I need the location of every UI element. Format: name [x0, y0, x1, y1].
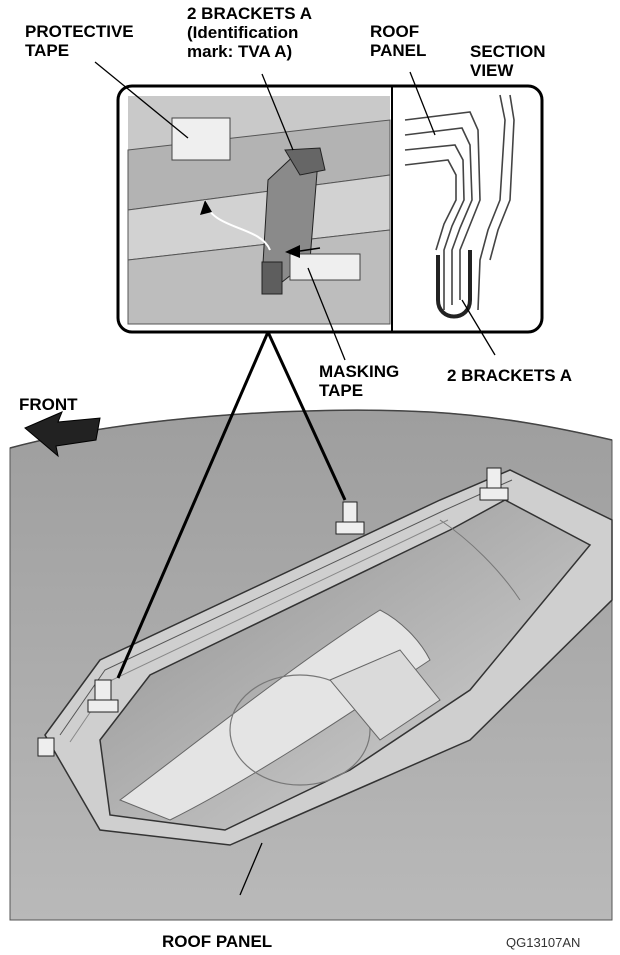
label-leaders: [94, 61, 496, 896]
front-arrow-icon: [24, 411, 101, 458]
bracket-marker: [37, 467, 509, 757]
inset-detail-drawing: [127, 96, 391, 325]
brackets-right-label: 2 BRACKETS A: [447, 366, 572, 385]
section-view-label: SECTION VIEW: [470, 42, 546, 80]
figure-code: QG13107AN: [506, 935, 581, 950]
roof-panel-top-label: ROOF PANEL: [370, 22, 427, 60]
roof-panel-bottom-label: ROOF PANEL: [162, 932, 273, 951]
front-label: FRONT: [19, 395, 78, 414]
section-view-drawing: [404, 94, 515, 319]
masking-tape-label: MASKING TAPE: [319, 362, 400, 400]
brackets-id-label: 2 BRACKETS A (Identification mark: TVA A…: [187, 4, 312, 61]
protective-tape-label: PROTECTIVE TAPE: [25, 22, 134, 60]
